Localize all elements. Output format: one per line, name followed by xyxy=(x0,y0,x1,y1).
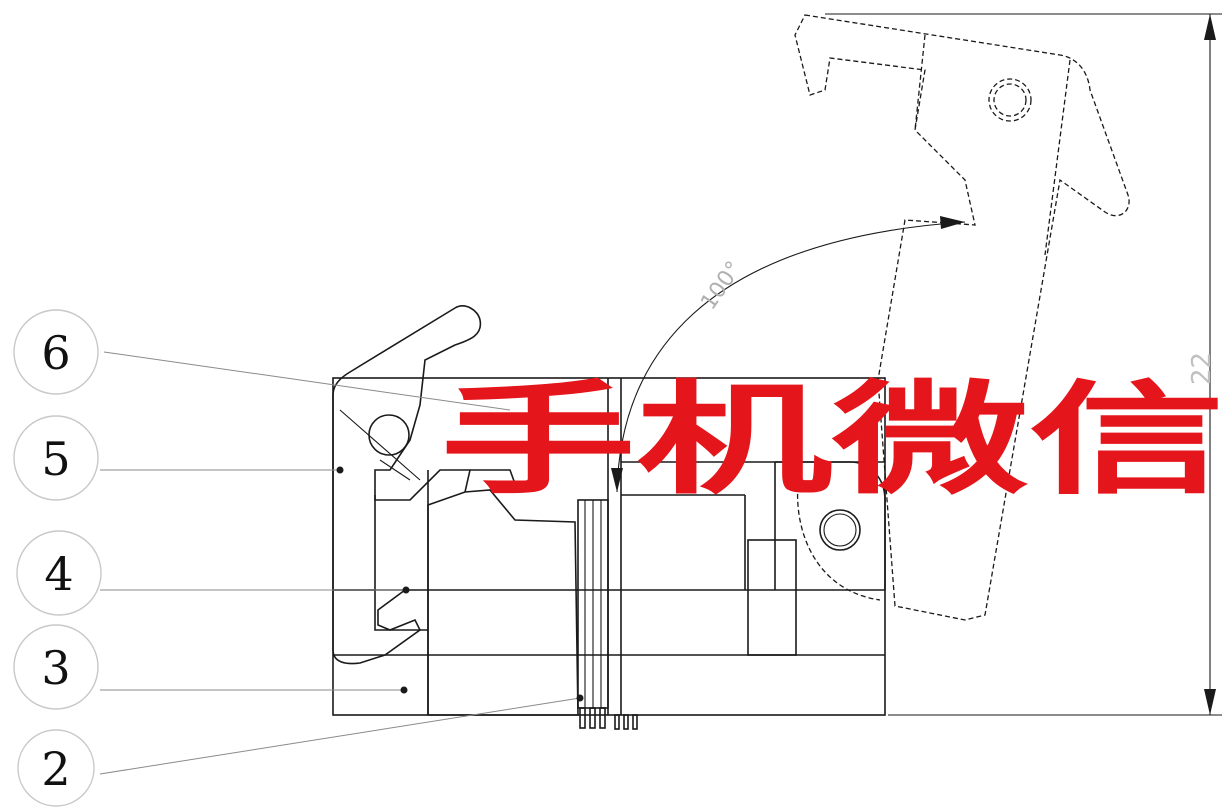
dimension-line xyxy=(825,13,1222,716)
callout-label: 5 xyxy=(41,432,70,486)
angle-label: 100° xyxy=(696,257,747,315)
pivot-pin-icon xyxy=(368,414,410,456)
callout-label: 6 xyxy=(41,326,70,380)
watermark-text: 手机微信 xyxy=(440,367,1225,511)
arrowhead-down-icon xyxy=(1204,689,1216,715)
arrowhead-up-icon xyxy=(1204,14,1216,40)
rotation-arc xyxy=(611,216,966,493)
lever-open-dashed xyxy=(794,14,1130,621)
callout-6: 6 xyxy=(13,309,99,395)
leader-lines xyxy=(99,351,584,775)
callout-5: 5 xyxy=(13,415,99,501)
arc-arrowhead-icon xyxy=(611,468,623,492)
callout-2: 2 xyxy=(17,729,95,807)
lever-hole-icon xyxy=(988,78,1032,122)
pivot-pin-icon xyxy=(819,509,861,551)
callout-label: 4 xyxy=(44,547,73,601)
arc-arrowhead-icon xyxy=(940,216,965,229)
hatched-insert xyxy=(427,469,579,716)
right-pivot xyxy=(775,461,886,590)
contact-pins xyxy=(577,499,638,730)
dimension-label: 22 xyxy=(1187,352,1217,385)
callout-label: 2 xyxy=(41,742,70,796)
callout-4: 4 xyxy=(16,530,102,616)
latch-closed xyxy=(332,305,482,665)
callout-label: 3 xyxy=(41,641,70,695)
callout-3: 3 xyxy=(13,624,99,710)
